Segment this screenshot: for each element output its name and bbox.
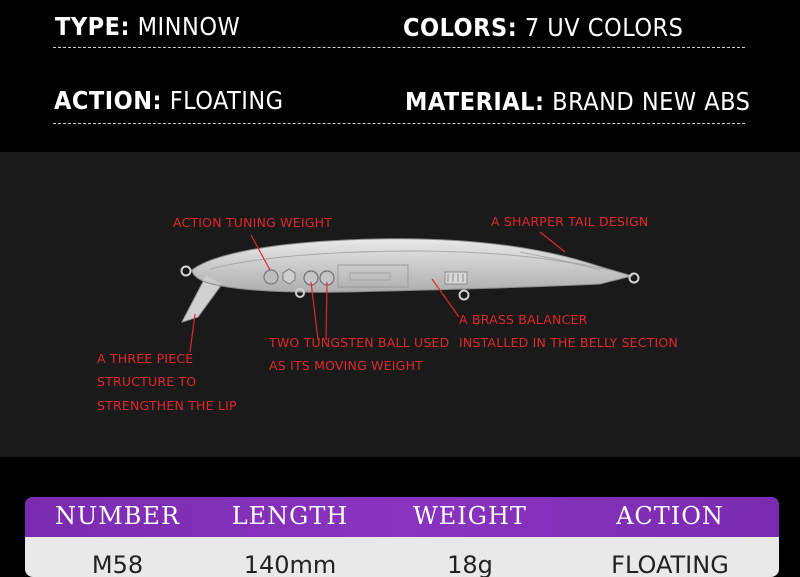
- cell-action: FLOATING: [611, 551, 729, 577]
- spec-colors-value: 7 UV COLORS: [524, 13, 684, 42]
- note-tungsten-2: AS ITS MOVING WEIGHT: [269, 358, 424, 373]
- spec-section: TYPE: MINNOW COLORS: 7 UV COLORS ACTION:…: [0, 0, 800, 152]
- lure-inner-line: [209, 250, 601, 271]
- note-action-tuning: ACTION TUNING WEIGHT: [173, 215, 333, 230]
- spec-action: ACTION: FLOATING: [54, 86, 284, 115]
- spec-action-value: FLOATING: [169, 86, 284, 115]
- spec-divider-bottom: [53, 123, 745, 124]
- spec-material-label: MATERIAL:: [405, 87, 545, 116]
- front-hook-eye: [295, 288, 305, 298]
- spec-material-value: BRAND NEW ABS: [552, 87, 751, 116]
- header-weight: WEIGHT: [413, 502, 527, 530]
- note-tungsten-1: TWO TUNGSTEN BALL USED: [269, 335, 450, 350]
- header-number: NUMBER: [54, 502, 181, 530]
- tail-ring: [628, 272, 640, 284]
- callout-lines: [189, 231, 566, 353]
- note-lip-2: STRUCTURE TO: [97, 374, 197, 389]
- weight-chamber-rail: [349, 272, 391, 281]
- spec-table: NUMBER LENGTH WEIGHT ACTION M58 140mm 18…: [25, 497, 779, 577]
- spec-action-label: ACTION:: [54, 86, 163, 115]
- lure-diagram: ACTION TUNING WEIGHT A SHARPER TAIL DESI…: [0, 152, 800, 457]
- note-lip-1: A THREE PIECE: [97, 351, 194, 366]
- spec-colors: COLORS: 7 UV COLORS: [403, 13, 683, 42]
- note-brass-2: INSTALLED IN THE BELLY SECTION: [459, 335, 678, 350]
- line-tie-ring: [180, 265, 192, 277]
- note-tail: A SHARPER TAIL DESIGN: [491, 214, 649, 229]
- lure-illustration: [180, 231, 640, 353]
- rear-hook-eye: [458, 289, 470, 301]
- note-brass-1: A BRASS BALANCER: [459, 312, 588, 327]
- spec-type: TYPE: MINNOW: [55, 12, 240, 41]
- spec-divider-top: [53, 47, 745, 48]
- cell-number: M58: [91, 551, 144, 577]
- header-length: LENGTH: [231, 502, 349, 530]
- spec-material: MATERIAL: BRAND NEW ABS: [405, 87, 750, 116]
- spec-type-value: MINNOW: [137, 12, 241, 41]
- hex-nut-icon: [282, 268, 296, 285]
- header-action: ACTION: [616, 502, 724, 530]
- cell-weight: 18g: [447, 551, 493, 577]
- spec-type-label: TYPE:: [55, 12, 130, 41]
- cell-length: 140mm: [243, 551, 337, 577]
- note-lip-3: STRENGTHEN THE LIP: [97, 398, 237, 413]
- spec-colors-label: COLORS:: [403, 13, 518, 42]
- spec-table-header: NUMBER LENGTH WEIGHT ACTION: [25, 497, 779, 537]
- action-tuning-weight-icon: [263, 269, 279, 285]
- brass-balancer-icon: [444, 271, 468, 285]
- weight-chamber: [337, 264, 409, 288]
